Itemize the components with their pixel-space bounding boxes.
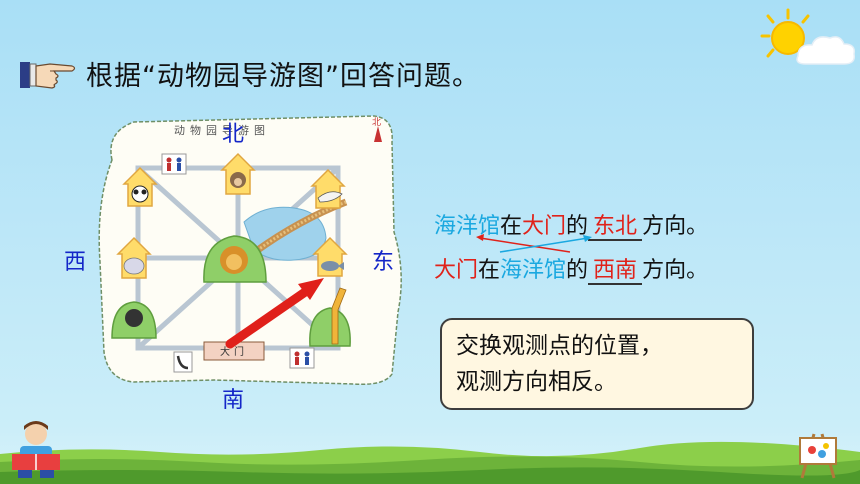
toilet-icon-bottom xyxy=(289,347,315,369)
enclosure-aquarium xyxy=(312,236,348,277)
swap-arrows-icon xyxy=(476,234,592,253)
toilet-icon-top xyxy=(161,153,187,175)
easel-icon xyxy=(799,433,837,479)
phone-icon xyxy=(173,351,193,373)
map-title: 动物园导游图 xyxy=(174,123,270,137)
sentence-2-subject: 大门 xyxy=(434,258,479,283)
sentence-2: 大门在海洋馆的西南方向。 xyxy=(434,252,708,285)
sentence-1-ending: 方向。 xyxy=(642,214,709,239)
grass-strip xyxy=(0,441,860,484)
sentence-2-word: 在 xyxy=(478,258,501,283)
sentence-1-reference: 大门 xyxy=(522,214,567,239)
enclosure-lion xyxy=(203,235,267,283)
direction-south: 南 xyxy=(222,388,245,413)
enclosure-gorilla xyxy=(111,301,157,339)
direction-arrow xyxy=(225,278,324,349)
compass-marker: 北 xyxy=(372,117,382,142)
sentence-1-subject: 海洋馆 xyxy=(434,214,501,239)
sentence-2-ending: 方向。 xyxy=(642,258,709,283)
sentence-2-particle: 的 xyxy=(566,258,589,283)
gate-sign: 大门 xyxy=(203,341,265,361)
sentence-1: 海洋馆在大门的东北方向。 xyxy=(434,208,708,241)
enclosure-giraffe xyxy=(309,287,351,347)
direction-east: 东 xyxy=(372,250,395,275)
conclusion-line-1: 交换观测点的位置， xyxy=(456,333,663,359)
enclosure-bird xyxy=(310,168,346,209)
direction-north: 北 xyxy=(222,122,245,147)
gate-label: 大门 xyxy=(220,345,248,358)
direction-west: 西 xyxy=(64,250,87,275)
sun-cloud-icon xyxy=(760,8,856,65)
reading-kid-icon xyxy=(12,421,60,478)
conclusion-box: 交换观测点的位置， 观测方向相反。 xyxy=(440,318,754,410)
sentence-2-reference: 海洋馆 xyxy=(500,258,567,283)
conclusion-line-2: 观测方向相反。 xyxy=(456,369,617,395)
pointing-hand-icon xyxy=(20,62,76,89)
sentence-1-word: 在 xyxy=(500,214,523,239)
enclosure-monkey xyxy=(220,152,256,195)
zoo-map: 动物园导游图 北 xyxy=(98,115,402,386)
sentence-2-answer: 西南 xyxy=(588,259,643,285)
enclosure-elephant xyxy=(116,236,152,279)
question-heading: 根据“动物园导游图”回答问题。 xyxy=(86,61,480,92)
sentence-1-answer: 东北 xyxy=(588,215,643,241)
enclosure-panda xyxy=(122,166,158,207)
sentence-1-particle: 的 xyxy=(566,214,589,239)
svg-text:北: 北 xyxy=(372,117,381,128)
